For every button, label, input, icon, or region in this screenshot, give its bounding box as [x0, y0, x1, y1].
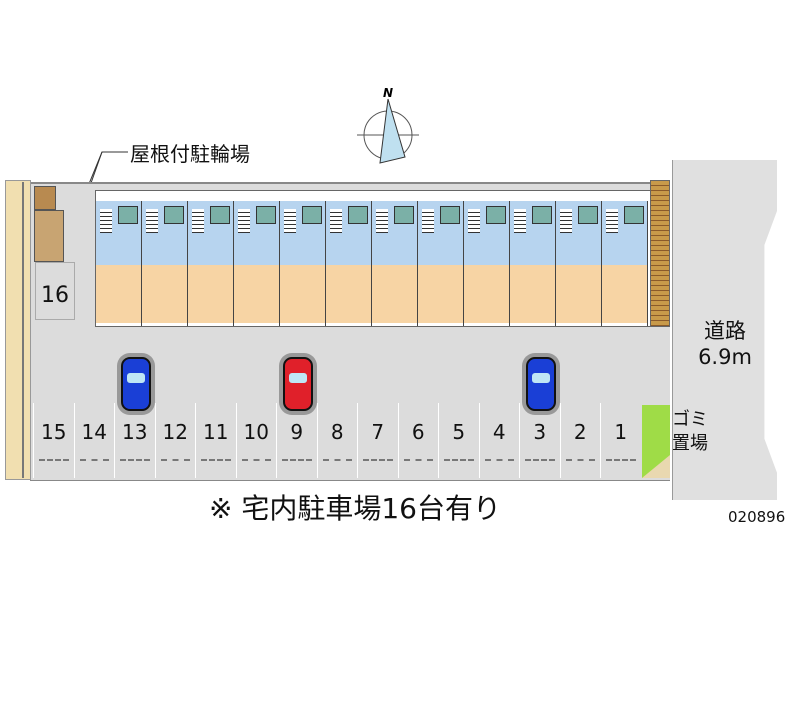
covered-bicycle-parking [34, 210, 64, 262]
apartment-unit [96, 201, 142, 326]
apartment-unit [464, 201, 510, 326]
apartment-unit [142, 201, 188, 326]
apartment-unit [556, 201, 602, 326]
apartment-unit [418, 201, 464, 326]
fence [5, 180, 31, 480]
compass-icon: N [357, 86, 419, 164]
parking-space-10: 10 [235, 403, 277, 478]
garbage-label-2: 置場 [672, 433, 708, 454]
apartment-unit [372, 201, 418, 326]
parking-space-9: 9 [276, 403, 317, 478]
parking-space-14: 14 [73, 403, 115, 478]
garbage-label-1: ゴミ [672, 409, 708, 430]
car-icon [283, 357, 313, 411]
car-icon [526, 357, 556, 411]
parking-space-15: 15 [33, 403, 74, 478]
brick-wall [650, 180, 670, 327]
parking-space-16: 16 [35, 262, 75, 320]
parking-space-8: 8 [316, 403, 358, 478]
apartment-building [95, 190, 651, 327]
parking-space-7: 7 [357, 403, 398, 478]
apartment-unit [602, 201, 648, 326]
apartment-unit [234, 201, 280, 326]
parking-space-11: 11 [195, 403, 236, 478]
north-label: N [383, 86, 393, 100]
parking-space-13: 13 [114, 403, 155, 478]
parking-space-2: 2 [559, 403, 601, 478]
parking-space-5: 5 [438, 403, 479, 478]
bicycle-parking-label: 屋根付駐輪場 [130, 142, 250, 166]
apartment-unit [280, 201, 326, 326]
road-label: 道路 6.9m [680, 318, 770, 370]
parking-space-1: 1 [600, 403, 641, 478]
apartment-unit [188, 201, 234, 326]
parking-space-4: 4 [478, 403, 520, 478]
map-code: 020896 [728, 508, 786, 526]
bicycle-rack [34, 186, 56, 210]
garbage-label: ゴミ 置場 [672, 408, 708, 456]
road-width: 6.9m [698, 345, 752, 369]
apartment-unit [510, 201, 556, 326]
apartment-unit [326, 201, 372, 326]
road [672, 160, 777, 500]
fence-line [22, 182, 24, 478]
parking-summary: ※ 宅内駐車場16台有り [209, 492, 501, 525]
car-icon [121, 357, 151, 411]
parking-space-6: 6 [397, 403, 439, 478]
parking-space-12: 12 [154, 403, 196, 478]
road-name: 道路 [704, 319, 746, 343]
parking-space-3: 3 [519, 403, 560, 478]
